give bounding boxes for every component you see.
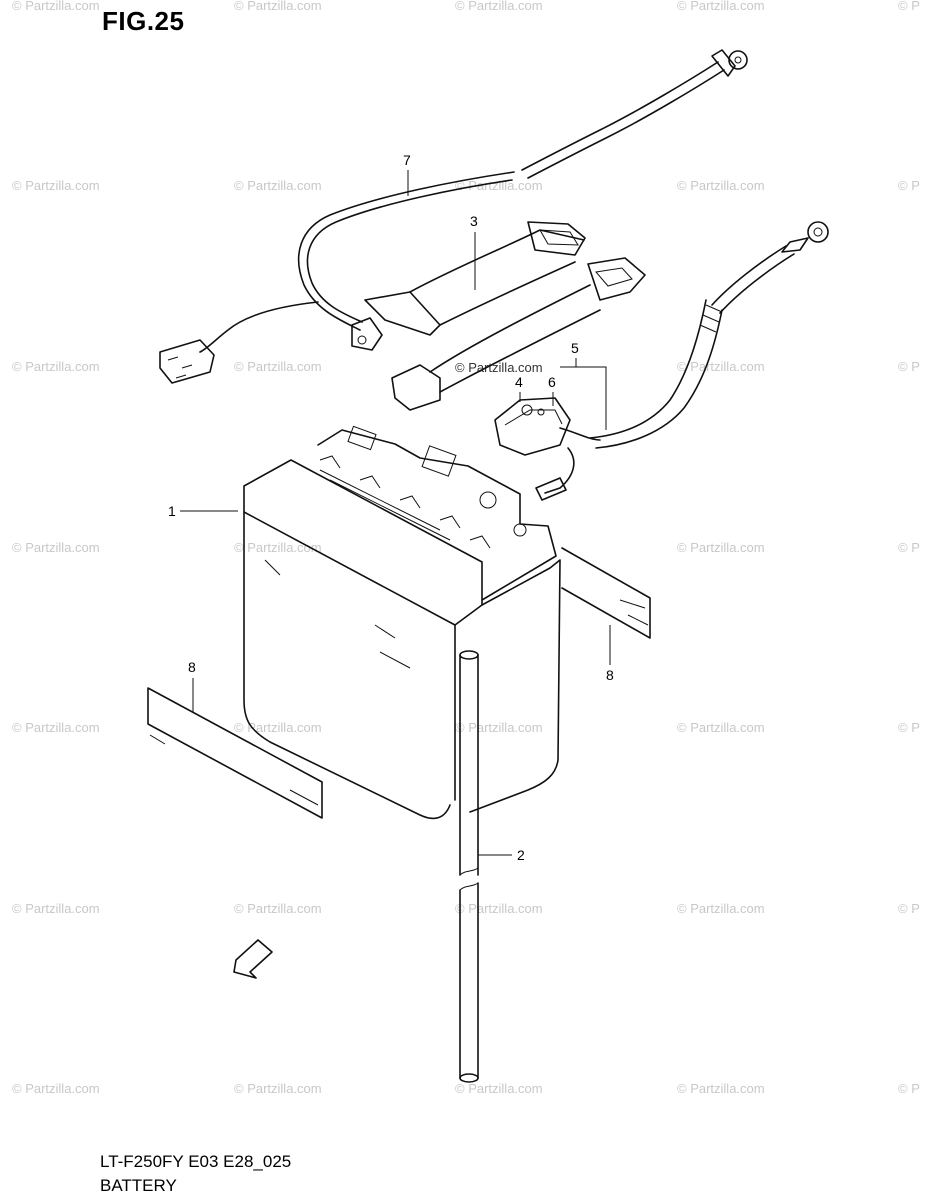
section-name: BATTERY [100,1176,177,1195]
watermark: © P [898,901,920,916]
watermark: © Partzilla.com [677,0,765,13]
watermark: © Partzilla.com [234,540,322,555]
watermark: © Partzilla.com [12,359,100,374]
model-code: LT-F250FY E03 E28_025 [100,1152,292,1171]
watermark: © P [898,178,920,193]
part-5-cable [589,221,829,449]
watermark: © Partzilla.com [12,178,100,193]
part-3-strap [364,221,586,336]
callout-8-left: 8 [188,659,196,675]
part-8-pad-right [561,547,651,639]
watermark-grid: © Partzilla.com © Partzilla.com © Partzi… [12,0,920,1096]
part-4-terminal-cover [494,397,601,501]
watermark: © Partzilla.com [234,720,322,735]
part-3b-strap [391,257,646,411]
watermark: © Partzilla.com [234,178,322,193]
watermark: © Partzilla.com [234,359,322,374]
callout-7: 7 [403,152,411,168]
watermark: © Partzilla.com [677,1081,765,1096]
callout-2: 2 [517,847,525,863]
watermark: © Partzilla.com [455,901,543,916]
watermark: © Partzilla.com [677,720,765,735]
watermark: © Partzilla.com [12,0,100,13]
callout-1: 1 [168,503,176,519]
part-8-pad-left [147,687,323,819]
watermark: © P [898,540,920,555]
watermark: © Partzilla.com [234,1081,322,1096]
watermark: © Partzilla.com [455,178,543,193]
watermark: © P [898,1081,920,1096]
callout-6: 6 [548,374,556,390]
fwd-arrow-icon: FWD [233,939,273,979]
watermark: © P [898,720,920,735]
callout-8-right: 8 [606,667,614,683]
watermark: © Partzilla.com [234,901,322,916]
watermark: © Partzilla.com [677,359,765,374]
watermark: © Partzilla.com [455,0,543,13]
watermark: © Partzilla.com [12,1081,100,1096]
watermark: © Partzilla.com [677,178,765,193]
watermark: © Partzilla.com [12,720,100,735]
callout-5: 5 [571,340,579,356]
watermark: © Partzilla.com [455,720,543,735]
part-7-cable [159,49,748,384]
part-2-tube [459,650,479,1083]
callout-3: 3 [470,213,478,229]
watermark: © Partzilla.com [677,901,765,916]
watermark: © P [898,0,920,13]
watermark: © Partzilla.com [677,540,765,555]
watermark: © P [898,359,920,374]
callout-4: 4 [515,374,523,390]
part-1-battery [243,425,561,820]
watermark: © Partzilla.com [234,0,322,13]
watermark: © Partzilla.com [12,540,100,555]
center-watermark: © Partzilla.com [455,360,543,375]
watermark: © Partzilla.com [455,1081,543,1096]
watermark: © Partzilla.com [12,901,100,916]
callouts: 1 2 3 4 5 6 7 8 8 [168,152,614,863]
figure-title: FIG.25 [102,6,185,36]
